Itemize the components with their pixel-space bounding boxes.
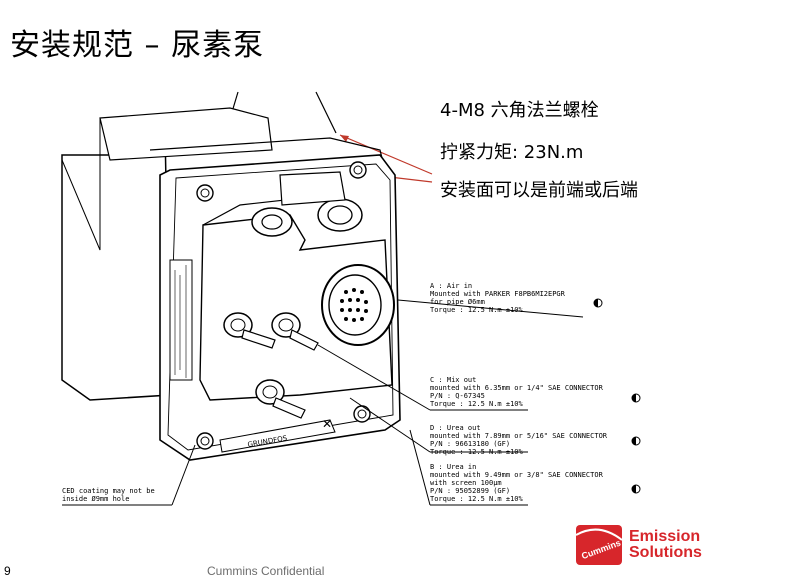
callout-a-air-in: A : Air in Mounted with PARKER F8PB6MI2E… [430, 282, 565, 314]
half-circle-symbols [593, 298, 641, 494]
spec-mounting-face: 安装面可以是前端或后端 [440, 180, 638, 201]
emission-solutions-brand: Emission Solutions [629, 528, 702, 561]
callout-c-mix-out: C : Mix out mounted with 6.35mm or 1/4" … [430, 376, 603, 408]
svg-text:✕: ✕ [322, 417, 332, 431]
spec-bolts: 4-M8 六角法兰螺栓 [440, 100, 599, 121]
page-title: 安装规范 – 尿素泵 [10, 28, 265, 63]
page-number: 9 [4, 564, 11, 578]
callout-b-urea-in: B : Urea in mounted with 9.49mm or 3/8" … [430, 463, 603, 503]
confidential-label: Cummins Confidential [207, 564, 325, 578]
callout-d-urea-out: D : Urea out mounted with 7.89mm or 5/16… [430, 424, 608, 456]
spec-torque: 拧紧力矩: 23N.m [440, 142, 584, 163]
cummins-logo: Cummins [575, 525, 623, 565]
ced-coating-note: CED coating may not be inside Ø9mm hole [62, 487, 155, 503]
